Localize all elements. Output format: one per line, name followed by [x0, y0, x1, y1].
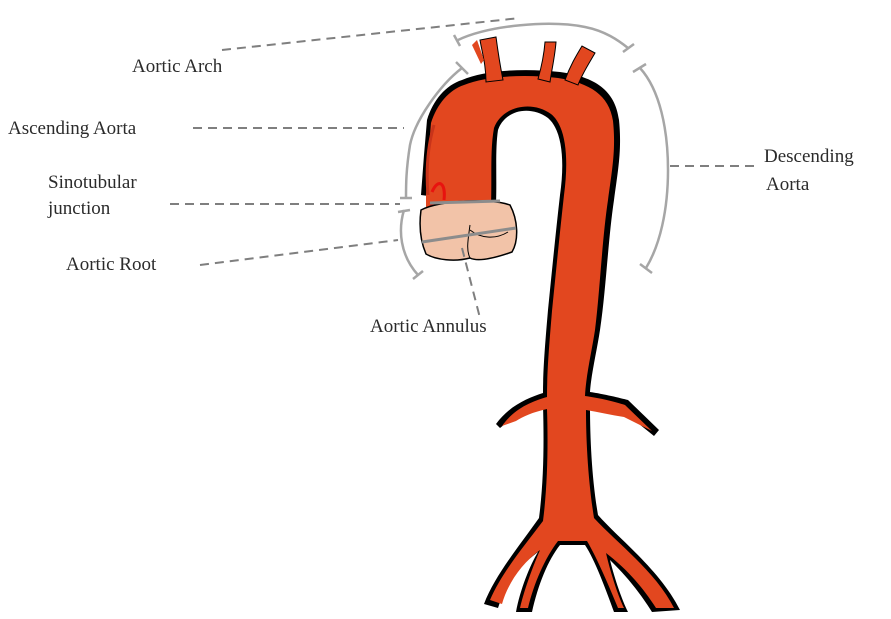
aortic-root: [420, 201, 517, 260]
descending-aorta-label-line1: Descending: [764, 146, 854, 168]
aortic-arch-label: Aortic Arch: [132, 56, 222, 78]
aortic-root-leader: [200, 240, 398, 265]
sinotubular-label-line2: junction: [48, 198, 110, 220]
descending-bracket: [640, 68, 668, 268]
aorta-body: [421, 70, 680, 612]
subclavian-branch: [565, 46, 595, 85]
sinotubular-label-line1: Sinotubular: [48, 172, 137, 194]
descending-aorta-label-line2: Aorta: [766, 174, 809, 196]
ascending-aorta-label: Ascending Aorta: [8, 118, 136, 140]
root-bracket-cap-top: [398, 210, 410, 212]
aortic-root-label: Aortic Root: [66, 254, 156, 276]
aortic-annulus-label: Aortic Annulus: [370, 316, 487, 338]
aorta-fill: [426, 76, 674, 608]
sinotubular-measure-line: [430, 201, 500, 203]
root-bracket: [401, 210, 418, 275]
descending-bracket-cap-bottom: [640, 264, 652, 273]
descending-bracket-cap-top: [633, 64, 646, 72]
